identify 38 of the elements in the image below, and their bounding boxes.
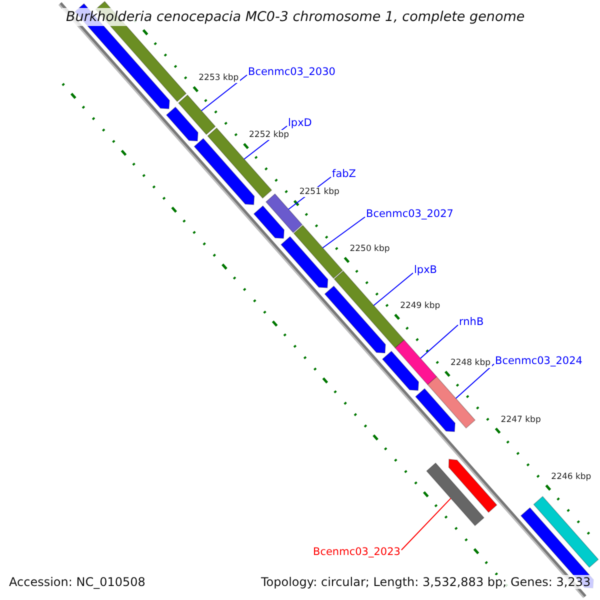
gene-label: Bcenmc03_2023 — [313, 546, 400, 558]
leader-line — [400, 498, 452, 550]
scale-label: 2251 kbp — [298, 187, 340, 198]
scale-label: 2248 kbp — [449, 358, 492, 368]
gene-block — [166, 106, 198, 142]
gene-block — [426, 462, 485, 526]
gene-block — [178, 94, 216, 136]
leader-line — [420, 324, 458, 359]
leader-line — [455, 364, 494, 399]
gene-block — [382, 350, 420, 391]
scale-label: 2247 kbp — [500, 414, 542, 425]
leader-line — [373, 272, 414, 306]
gene-label: Bcenmc03_2030 — [248, 66, 336, 78]
gene-block — [394, 339, 438, 386]
gene-label: Bcenmc03_2024 — [495, 355, 582, 367]
gene-label: lpxB — [414, 264, 437, 276]
scale-label: 2246 kbp — [550, 472, 592, 482]
scale-label: 2252 kbp — [248, 130, 290, 140]
scale-label: 2249 kbp — [399, 300, 442, 311]
genome-info-text: Topology: circular; Length: 3,532,883 bp; Genes: 3,233 — [258, 575, 594, 589]
gene-block — [427, 376, 476, 429]
gene-block — [533, 496, 599, 568]
gene-block — [280, 236, 328, 288]
gene-block — [448, 458, 498, 513]
gene-label: lpxD — [288, 117, 312, 129]
gene-block — [253, 205, 284, 239]
gene-label: fabZ — [332, 168, 356, 180]
gene-block — [194, 138, 255, 206]
gene-block — [324, 286, 386, 354]
gene-block — [293, 224, 344, 279]
gene-label: rnhB — [459, 316, 484, 328]
accession-text: Accession: NC_010508 — [9, 575, 146, 589]
scale-label: 2250 kbp — [348, 244, 391, 254]
gene-block — [207, 127, 272, 199]
gene-label: Bcenmc03_2027 — [366, 208, 454, 220]
gene-block — [265, 193, 303, 234]
scale-label: 2253 kbp — [198, 73, 240, 84]
gene-block — [415, 388, 456, 432]
